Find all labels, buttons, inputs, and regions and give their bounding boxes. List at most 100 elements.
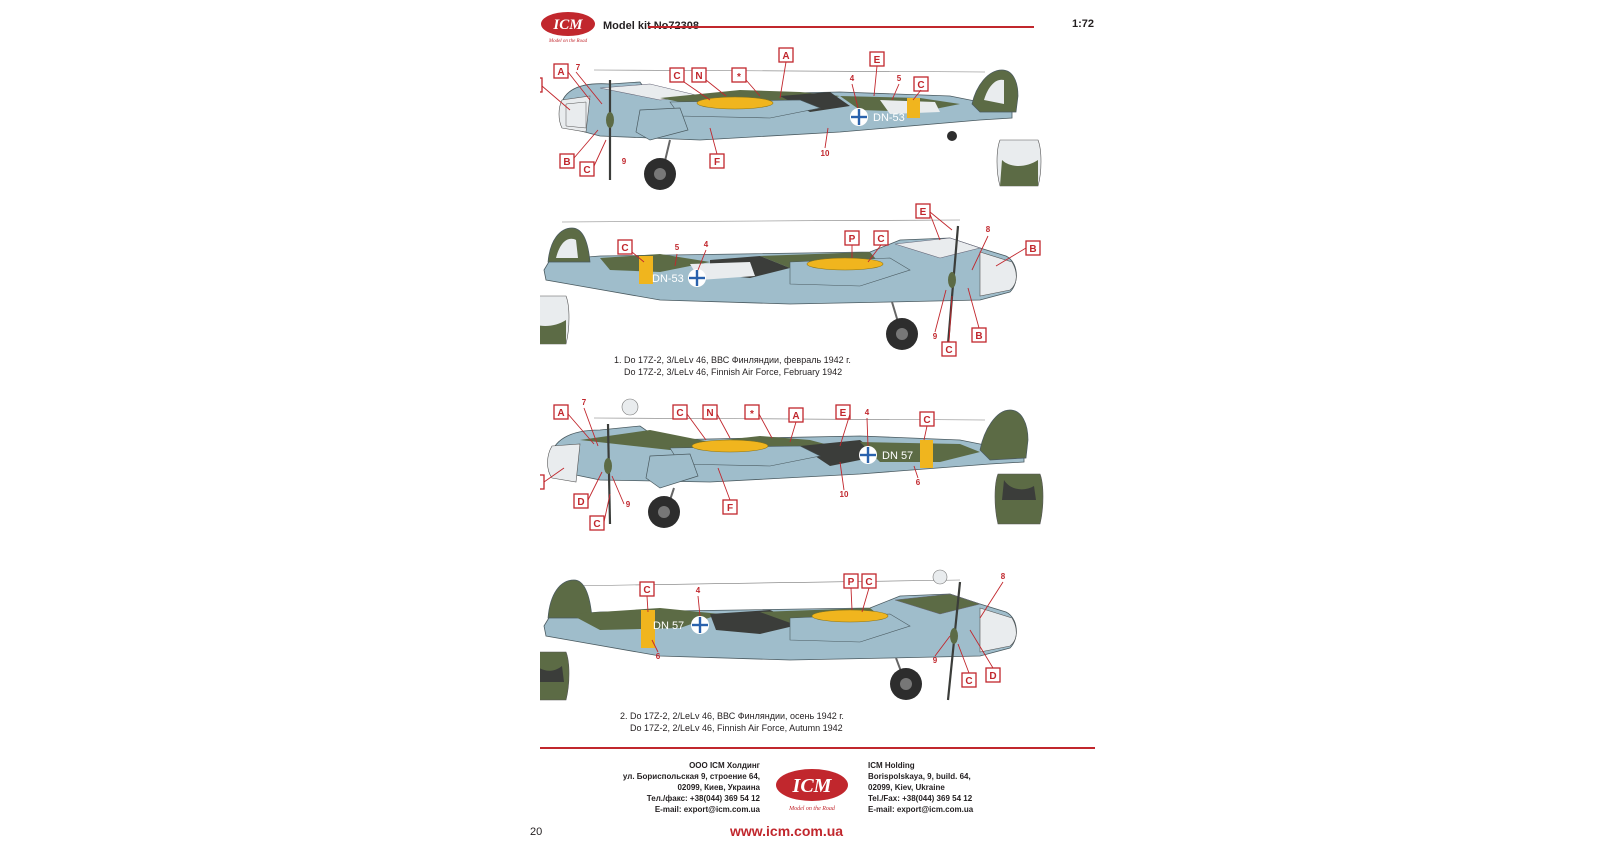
finnish-roundel-p3 (859, 446, 877, 464)
svg-text:C: C (917, 80, 924, 91)
icm-logo: ICM Model on the Road (541, 12, 595, 44)
svg-text:D: D (989, 671, 996, 682)
svg-text:B: B (1029, 244, 1036, 255)
callout-c-p4c: C (961, 672, 977, 688)
header-divider (648, 26, 1034, 28)
svg-text:F: F (714, 157, 720, 168)
callout-c-p1a: C (669, 67, 685, 83)
website-link[interactable]: www.icm.com.ua (730, 823, 844, 839)
svg-text:A: A (557, 67, 564, 78)
profile-1-left: DN-53 A 7 B C N * A E 4 5 C B C 9 F 10 (540, 47, 1042, 190)
aircraft-code-p2: DN-53 (652, 273, 684, 285)
callout-7-p1: 7 (576, 63, 581, 72)
caption-2: 2. Do 17Z-2, 2/LeLv 46, ВВС Финляндии, о… (620, 710, 844, 734)
callout-e-p3b: E (540, 474, 545, 490)
tail-fin-p4 (547, 579, 593, 619)
callout-e-p1: E (869, 51, 885, 67)
callout-8-p4: 8 (1001, 572, 1006, 581)
callout-4-p4: 4 (696, 586, 701, 595)
svg-text:C: C (865, 577, 872, 588)
callout-d-p3: D (573, 493, 589, 509)
svg-text:C: C (877, 234, 884, 245)
footer-logo-text: ICM (792, 775, 833, 797)
svg-text:A: A (557, 408, 564, 419)
callout-p-p2: P (844, 230, 860, 246)
footer-en-line: E-mail: export@icm.com.ua (868, 805, 974, 814)
callout-asterisk-p3: * (744, 404, 760, 420)
profile-2-right: DN-53 E 8 C 5 4 P C B 9 B C (540, 203, 1041, 357)
callout-c-p4a: C (639, 581, 655, 597)
landing-gear-p2 (886, 301, 918, 350)
page-number: 20 (530, 826, 543, 838)
svg-text:C: C (923, 415, 930, 426)
fuselage-yellow-band-p2 (639, 256, 653, 284)
svg-text:*: * (750, 409, 754, 420)
footer-ru-line: ООО ICM Холдинг (689, 761, 760, 770)
callout-a-p3b: A (788, 407, 804, 423)
callout-5-p1: 5 (897, 74, 902, 83)
tail-fin-p3 (979, 409, 1029, 461)
footer-address-en: ICM Holding Borispolskaya, 9, build. 64,… (868, 760, 973, 815)
logo-text: ICM (552, 17, 583, 33)
callout-c-p2a: C (617, 239, 633, 255)
instruction-page: ICM Model on the Road Model kit No72308 … (530, 0, 1100, 850)
svg-text:A: A (792, 411, 799, 422)
svg-text:C: C (593, 519, 600, 530)
callout-10-p1: 10 (821, 149, 830, 158)
callout-4-p3: 4 (865, 408, 870, 417)
footer-logo-tagline: Model on the Road (788, 806, 836, 812)
wing-yellow-p4 (811, 609, 889, 623)
svg-text:D: D (577, 497, 584, 508)
finnish-roundel-p2 (688, 269, 706, 287)
footer-en-line: ICM Holding (868, 761, 915, 770)
callout-c-p2c: C (941, 341, 957, 357)
wing-yellow-p1 (696, 96, 774, 110)
callout-c-p1b: C (913, 76, 929, 92)
callout-e-p2: E (915, 203, 931, 219)
svg-text:N: N (695, 71, 702, 82)
callout-a-p3a: A (553, 404, 569, 420)
fuselage-yellow-band-p4 (641, 610, 655, 648)
profile-4-right: DN 57 C 4 P C 8 6 9 C D (540, 569, 1017, 701)
profile-3-left: DN 57 A 7 C N * A E 4 C E D 9 C F 10 6 (540, 398, 1044, 531)
callout-n-p3: N (702, 404, 718, 420)
callout-9-p3: 9 (626, 500, 631, 509)
svg-text:C: C (621, 243, 628, 254)
callout-c-p4b: C (861, 573, 877, 589)
landing-gear-p1 (644, 131, 957, 190)
caption-2-en: Do 17Z-2, 2/LeLv 46, Finnish Air Force, … (630, 723, 843, 733)
footer-divider (540, 747, 1095, 749)
fuselage-yellow-band-p3 (920, 440, 933, 468)
svg-text:E: E (874, 55, 881, 66)
svg-text:E: E (840, 408, 847, 419)
callout-6-p4: 6 (656, 652, 661, 661)
footer-ru-line: E-mail: export@icm.com.ua (654, 805, 760, 814)
landing-gear-p3 (648, 487, 680, 528)
footer-en-line: Borispolskaya, 9, build. 64, (868, 772, 971, 781)
svg-text:A: A (782, 51, 789, 62)
svg-text:F: F (727, 503, 733, 514)
callout-7-p3: 7 (582, 398, 587, 407)
callout-a-p1b: A (778, 47, 794, 63)
svg-text:*: * (737, 72, 741, 83)
svg-text:P: P (848, 577, 855, 588)
aircraft-code-p1: DN-53 (873, 112, 905, 124)
callout-f-p1: F (709, 153, 725, 169)
footer-en-line: 02099, Kiev, Ukraine (868, 783, 945, 792)
svg-text:B: B (563, 157, 570, 168)
callout-a-p1a: A (553, 63, 569, 79)
footer-en-line: Tel./Fax: +38(044) 369 54 12 (868, 794, 973, 803)
callout-e-p3a: E (835, 404, 851, 420)
kit-scale: 1:72 (1071, 18, 1094, 30)
caption-1: 1. Do 17Z-2, 3/LeLv 46, ВВС Финляндии, ф… (614, 354, 851, 378)
callout-c-p1c: C (579, 161, 595, 177)
landing-gear-p4 (890, 657, 922, 700)
callout-b-p2b: B (971, 327, 987, 343)
callout-9-p4: 9 (933, 656, 938, 665)
callout-10-p3: 10 (840, 490, 849, 499)
svg-text:C: C (643, 585, 650, 596)
callout-9-p2: 9 (933, 332, 938, 341)
callout-d-p4: D (985, 667, 1001, 683)
finnish-roundel-p4 (691, 616, 709, 634)
caption-2-ru: 2. Do 17Z-2, 2/LeLv 46, ВВС Финляндии, о… (620, 711, 844, 721)
